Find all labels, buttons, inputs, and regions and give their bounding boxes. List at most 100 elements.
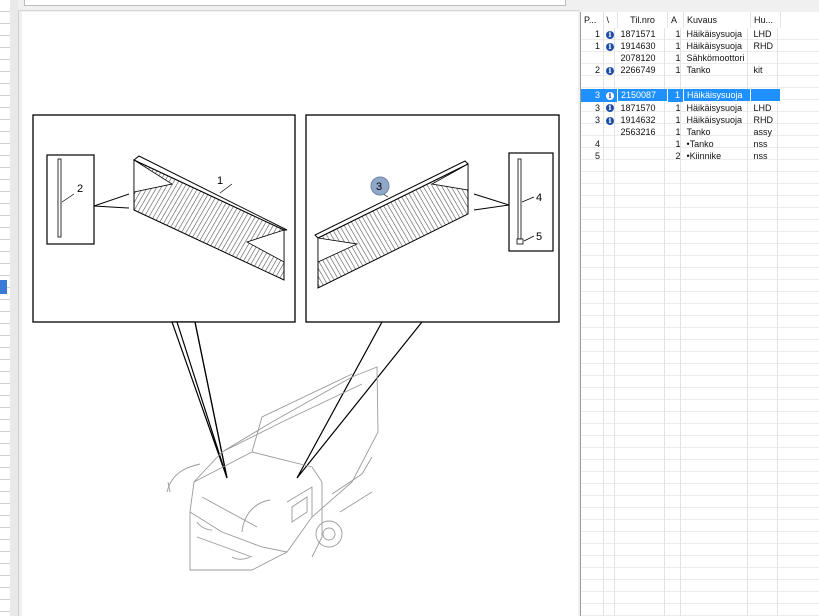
illustration-svg: 2 1 4 5: [32, 114, 560, 571]
cell-part-number: 2266749: [620, 65, 656, 75]
cell-position: [581, 126, 603, 138]
top-toolbar: [18, 0, 580, 11]
cell-info: [603, 138, 618, 150]
cell-description: Tanko: [686, 65, 711, 75]
cell-note: nss: [753, 139, 768, 149]
callout-4[interactable]: 4: [536, 192, 542, 204]
callout-2[interactable]: 2: [77, 183, 83, 195]
cell-quantity: 1: [675, 53, 681, 63]
info-icon[interactable]: i: [606, 42, 614, 51]
cell-description: Tanko: [686, 127, 711, 137]
cell-note: RHD: [753, 115, 774, 125]
column-header-quantity[interactable]: A: [667, 12, 684, 28]
cell-quantity: 1: [675, 115, 681, 125]
cell-quantity: 1: [675, 139, 681, 149]
cell-quantity: 1: [667, 88, 684, 102]
info-icon[interactable]: i: [606, 91, 614, 100]
detail-box-left: 2 1: [32, 114, 296, 323]
info-icon[interactable]: i: [606, 104, 614, 113]
column-header-position[interactable]: P...: [581, 12, 604, 28]
col-divider: [747, 12, 748, 616]
cell-description: Häikäisysuoja: [686, 41, 743, 51]
cell-quantity: [668, 76, 684, 89]
cell-part-number: 1914630: [620, 41, 656, 51]
detail-box-right: 4 5 3: [305, 114, 560, 323]
leader-lines: [171, 321, 423, 479]
cell-info: [603, 52, 618, 64]
cell-quantity: 1: [675, 102, 681, 113]
bus-outline: [166, 366, 379, 571]
cell-info: i: [603, 88, 618, 102]
callout-3[interactable]: 3: [376, 181, 382, 193]
cell-description: Häikäisysuoja: [683, 88, 751, 102]
cell-position: 3: [581, 88, 603, 102]
cell-description: •Tanko: [686, 139, 714, 149]
cell-part-number: 1871571: [620, 29, 656, 39]
cell-info: [603, 150, 618, 162]
parts-illustration[interactable]: 2 1 4 5: [22, 12, 578, 616]
column-header-info[interactable]: \: [603, 12, 618, 28]
callout-1[interactable]: 1: [217, 175, 223, 187]
callout-3-highlight[interactable]: [370, 176, 390, 196]
info-icon[interactable]: i: [606, 66, 614, 75]
cell-part-number: 2078120: [620, 53, 656, 63]
cell-note: LHD: [753, 29, 772, 39]
table-header: P... \ Til.nro A Kuvaus Hu...: [581, 12, 781, 28]
column-header-note[interactable]: Hu...: [750, 12, 781, 28]
cell-note: [750, 88, 781, 102]
col-divider: [664, 12, 665, 616]
cell-info: i: [603, 28, 618, 40]
cell-quantity: 2: [675, 151, 681, 161]
column-header-description[interactable]: Kuvaus: [683, 12, 751, 28]
cell-part-number: 1914632: [620, 115, 656, 125]
table-row[interactable]: 4 1 •Tanko nss: [581, 138, 781, 150]
cell-part-number: 2150087: [617, 88, 668, 102]
cell-note: LHD: [753, 103, 772, 113]
cell-position: 4: [594, 139, 600, 149]
cell-position: 1: [594, 41, 600, 51]
column-header-part-number[interactable]: Til.nro: [617, 12, 668, 28]
table-row[interactable]: 2078120 1 Sähkömoottori: [581, 52, 781, 64]
cell-part-number: [618, 76, 668, 89]
cell-note: [751, 52, 781, 64]
cell-description: Sähkömoottori: [686, 53, 745, 63]
cell-description: Häikäisysuoja: [686, 103, 743, 113]
cell-note: [751, 76, 781, 89]
cell-note: kit: [753, 65, 763, 75]
cell-position: 3: [594, 102, 600, 113]
callout-5[interactable]: 5: [536, 231, 542, 243]
col-divider: [614, 12, 615, 616]
cell-description: Häikäisysuoja: [686, 115, 743, 125]
cell-description: Häikäisysuoja: [686, 29, 743, 39]
cell-info: [603, 126, 618, 138]
cell-part-number: 2563216: [620, 127, 656, 137]
table-row[interactable]: [581, 76, 781, 89]
cell-quantity: 1: [675, 127, 681, 137]
toolbar-field[interactable]: [24, 0, 566, 6]
info-icon[interactable]: i: [606, 116, 614, 125]
cell-info: i: [603, 114, 618, 126]
tree-scrollbar[interactable]: [10, 0, 19, 616]
cell-part-number: [618, 150, 668, 162]
cell-note: nss: [753, 151, 768, 161]
cell-info: i: [603, 64, 618, 76]
cell-description: •Kiinnike: [686, 151, 722, 161]
col-divider: [603, 12, 604, 616]
cell-quantity: 1: [675, 29, 681, 39]
cell-part-number: 1871570: [620, 103, 656, 113]
cell-part-number: [618, 138, 668, 150]
info-icon[interactable]: i: [606, 30, 614, 39]
cell-note: RHD: [753, 41, 774, 51]
cell-position: 1: [594, 29, 600, 39]
cell-info: [603, 76, 618, 89]
